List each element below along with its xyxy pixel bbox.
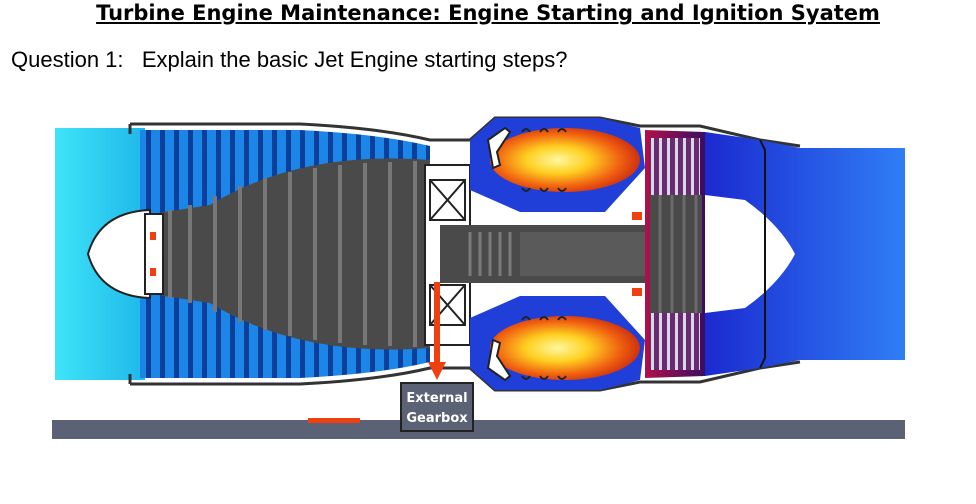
exhaust-duct xyxy=(705,132,905,376)
upper-casing xyxy=(130,116,801,148)
flame-upper xyxy=(490,128,640,192)
turbine-seal-lower xyxy=(632,288,642,296)
lower-casing xyxy=(130,360,801,392)
turbine-blades-upper xyxy=(650,138,700,198)
flame-holes-upper xyxy=(521,128,567,192)
ground-bar xyxy=(52,420,905,439)
question-text: Question 1: Explain the basic Jet Engine… xyxy=(11,47,568,72)
turbine-disk-stages xyxy=(658,195,698,313)
bearing-front-bottom xyxy=(150,268,156,276)
gearbox-label-line1: External xyxy=(406,391,467,406)
external-gearbox xyxy=(400,382,474,432)
shaft-threads xyxy=(468,232,512,276)
exhaust-cone xyxy=(705,195,795,313)
fuel-nozzle-upper xyxy=(486,126,512,170)
turbine-blades-lower xyxy=(650,310,700,370)
turbine-seal-upper xyxy=(632,212,642,220)
fuel-nozzle-lower xyxy=(486,338,512,382)
flame-lower xyxy=(490,316,640,380)
gearbox-label-line2: Gearbox xyxy=(406,411,468,426)
flame-holes-lower xyxy=(521,316,567,380)
gearbox-arrow-head xyxy=(428,362,446,380)
frame-strut-upper xyxy=(429,179,466,221)
turbine-disk xyxy=(650,195,702,313)
exhaust-nozzle-lines xyxy=(759,139,766,369)
ground-marker xyxy=(308,418,360,423)
page-title: Turbine Engine Maintenance: Engine Start… xyxy=(96,1,880,25)
shaft-core xyxy=(520,232,660,276)
bearing-front-top xyxy=(150,232,156,240)
compressor-drum-stages xyxy=(168,161,417,347)
nose-hub xyxy=(144,213,164,295)
